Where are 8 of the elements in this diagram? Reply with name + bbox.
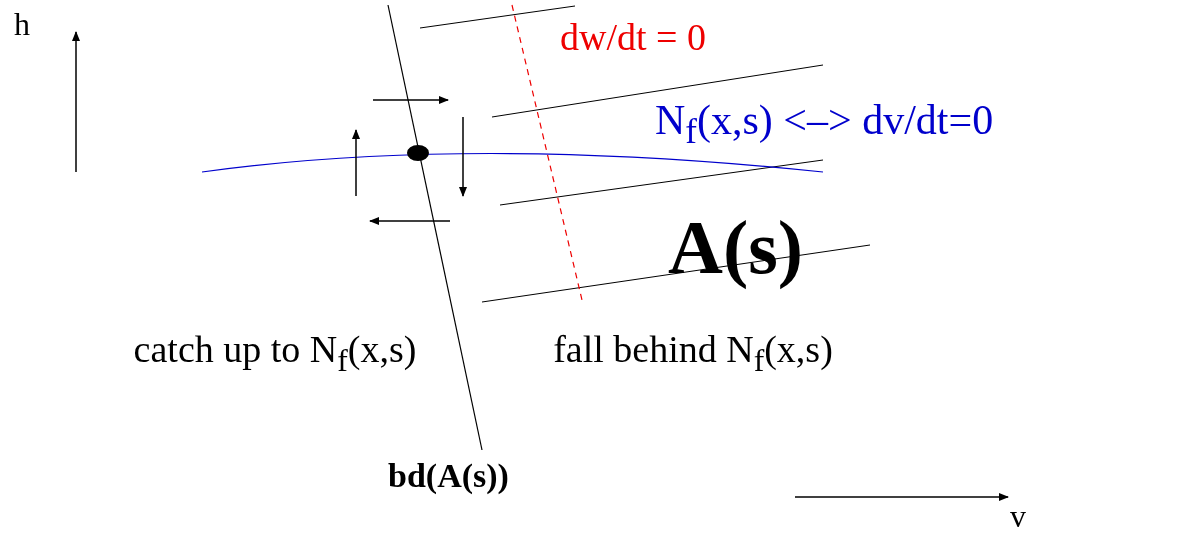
- boundary-label: bd(A(s)): [388, 458, 509, 494]
- axis-label: h: [14, 8, 30, 42]
- region-note: catch up to N$_{f}$(x,s): [132, 330, 418, 377]
- axis-label: v: [1010, 500, 1026, 534]
- region-note: fall behind N$_{f}$(x,s): [552, 330, 834, 377]
- nullcline-label: N$_{f}$(x,s) <–> dv/dt=0: [655, 98, 994, 152]
- nullcline-label: dw/dt = 0: [560, 18, 706, 58]
- region-label: A(s): [668, 208, 804, 288]
